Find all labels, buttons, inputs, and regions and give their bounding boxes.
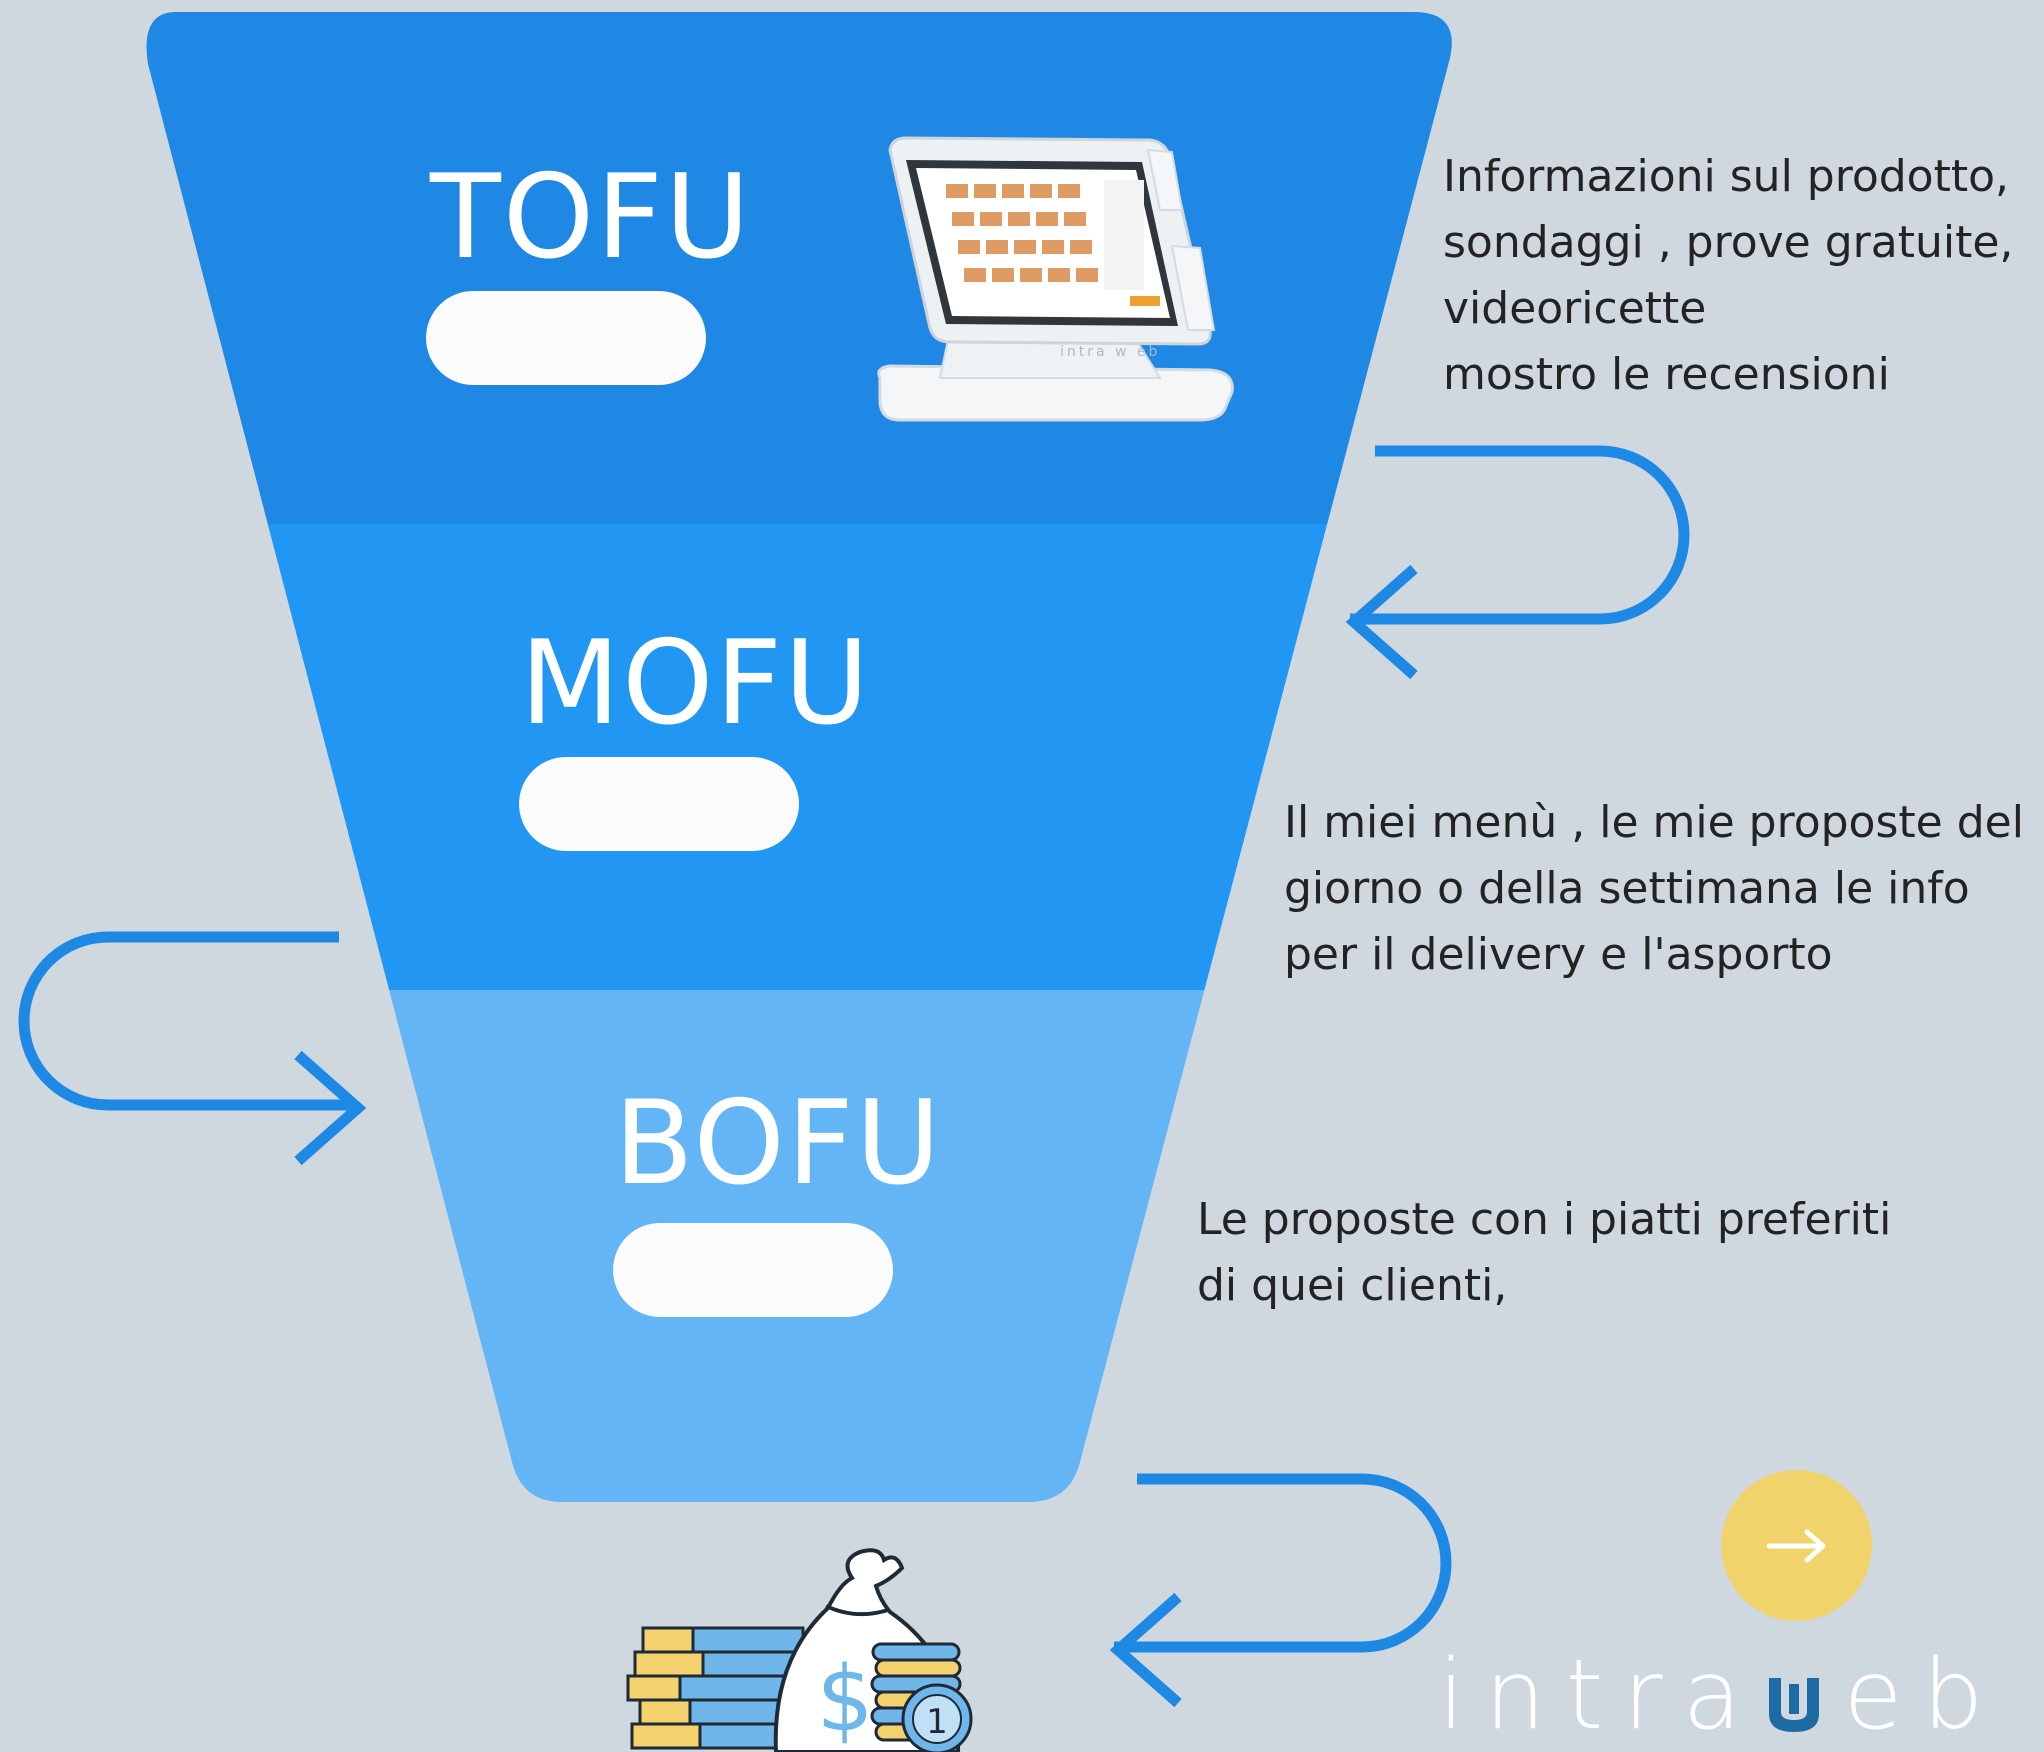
intraweb-w-logo-icon [1769, 1678, 1820, 1732]
svg-text:$: $ [816, 1647, 873, 1752]
curved-arrow-icon [1109, 1473, 1452, 1708]
tofu-band [146, 12, 1452, 524]
brand-text-right: eb [1843, 1639, 2004, 1751]
curved-arrow-icon [1345, 445, 1690, 680]
stage-description-bofu: Le proposte con i piatti preferiti di qu… [1197, 1194, 1892, 1311]
stage-title-mofu: MOFU [520, 616, 872, 751]
brand-text-left: intra [1438, 1639, 1762, 1751]
curved-arrow-icon [18, 931, 367, 1166]
stage-title-bofu: BOFU [614, 1076, 943, 1211]
pos-tablet-image: intra w eb [877, 136, 1234, 422]
stage-description-mofu: Il miei menù , le mie proposte del giorn… [1284, 797, 2024, 980]
next-button[interactable] [1721, 1470, 1872, 1621]
svg-text:intra w eb: intra w eb [1060, 344, 1160, 360]
stage-description-tofu: Informazioni sul prodotto, sondaggi , pr… [1443, 151, 2014, 400]
money-bag-icon: $ 1 [626, 1548, 973, 1752]
stage-pill-tofu[interactable] [426, 291, 706, 385]
stage-pill-bofu[interactable] [613, 1223, 893, 1317]
arrow-right-icon [1766, 1529, 1825, 1562]
intraweb-logo: intra eb [1438, 1640, 2003, 1750]
stage-pill-mofu[interactable] [519, 757, 799, 851]
svg-text:1: 1 [926, 1702, 948, 1742]
stage-title-tofu: TOFU [430, 150, 752, 285]
